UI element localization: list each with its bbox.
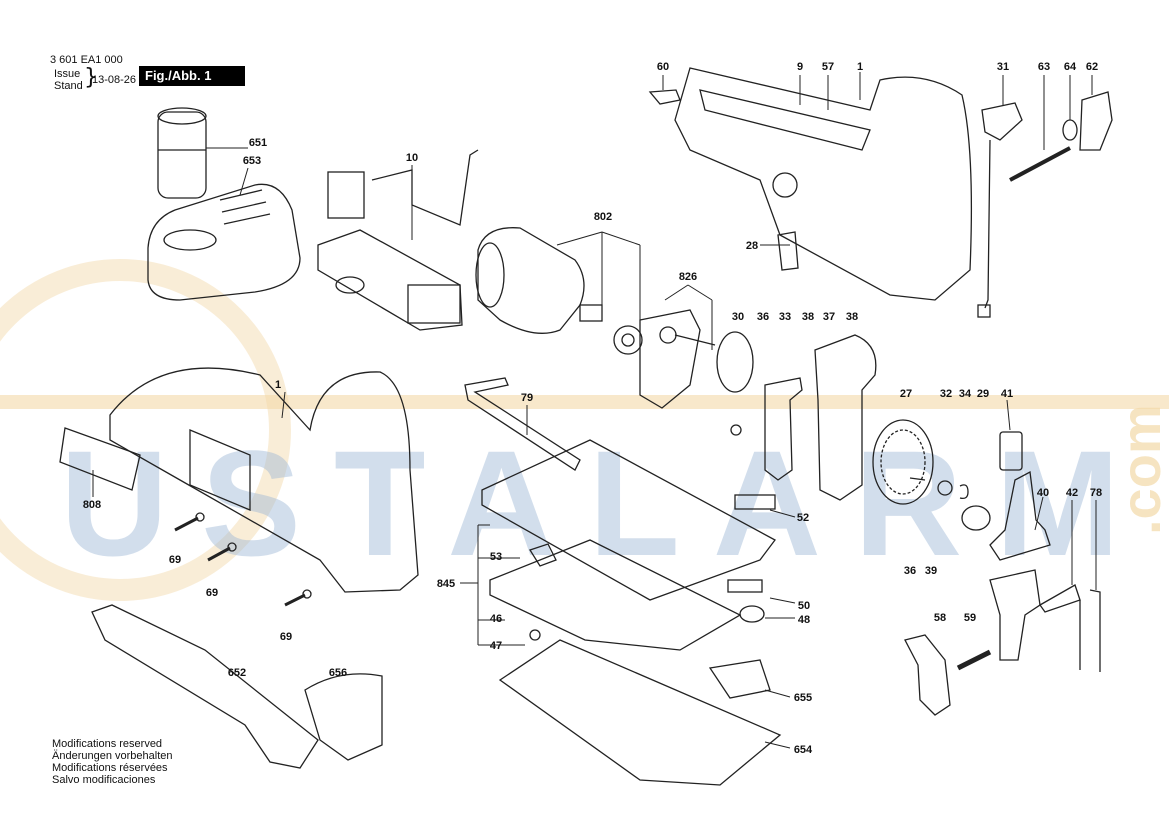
part-label: 29 — [977, 388, 989, 400]
part-number: 3 601 EA1 000 — [50, 54, 123, 66]
baseplate-drawing — [481, 439, 782, 786]
part-label: 60 — [657, 61, 669, 73]
housing-right-drawing — [674, 67, 991, 318]
part-label: 39 — [925, 565, 937, 577]
mod-line-fr: Modifications réservées — [52, 762, 168, 774]
part-labels: 1 9 57 60 31 63 64 62 10 651 653 802 28 826 30 36 33 38 37… — [83, 61, 1102, 756]
part-label: 656 — [329, 667, 347, 679]
part-label: 69 — [169, 554, 181, 566]
part-label: 38 — [846, 311, 858, 323]
cover-656-drawing — [304, 673, 383, 761]
clip-60-drawing — [648, 89, 681, 105]
part-label: 36 — [757, 311, 769, 323]
part-label: 10 — [406, 152, 418, 164]
plunger-drawing — [989, 569, 1041, 661]
part-label: 64 — [1064, 61, 1077, 73]
bearing-bracket-drawing — [639, 309, 716, 409]
screws-drawing — [174, 512, 312, 607]
part-label: 33 — [779, 311, 791, 323]
stand-label: Stand — [54, 80, 83, 92]
housing-left-drawing — [59, 367, 419, 593]
modifications-notice: Modifications reserved Änderungen vorbeh… — [52, 738, 172, 786]
brace-glyph: } — [84, 65, 98, 90]
mod-line-en: Modifications reserved — [52, 738, 163, 750]
watermark-suffix: .com — [1109, 404, 1169, 535]
part-label: 79 — [521, 392, 533, 404]
clip-28-drawing — [777, 231, 799, 271]
part-label: 50 — [798, 600, 810, 612]
part-label: 69 — [206, 587, 218, 599]
part-label: 47 — [490, 640, 502, 652]
block-41-drawing — [999, 431, 1023, 471]
motor-drawing — [475, 227, 643, 355]
bushing-29-drawing — [961, 505, 991, 531]
dust-nozzle-drawing — [91, 604, 319, 769]
watermark-text: USTALARM — [60, 419, 1120, 587]
part-label: 651 — [249, 137, 267, 149]
part-label: 31 — [997, 61, 1009, 73]
issue-label: Issue — [54, 68, 81, 80]
rod-63-drawing — [1009, 146, 1071, 182]
part-label: 48 — [798, 614, 810, 626]
part-label: 58 — [934, 612, 946, 624]
figure-label: Fig./Abb. 1 — [139, 66, 245, 86]
part-label: 41 — [1001, 388, 1013, 400]
part-label: 30 — [732, 311, 744, 323]
part-label: 654 — [794, 744, 813, 756]
lever-58-drawing — [904, 634, 951, 716]
part-label: 655 — [794, 692, 812, 704]
part-label: 1 — [857, 61, 863, 73]
plate-33-drawing — [764, 377, 803, 481]
charger-drawing — [147, 183, 301, 301]
part-label: 69 — [280, 631, 292, 643]
part-label: 802 — [594, 211, 612, 223]
bracket-31-drawing — [981, 102, 1023, 141]
leader-lines — [92, 72, 1097, 749]
part-label: 52 — [797, 512, 809, 524]
ring-32-drawing — [937, 480, 953, 496]
part-label: 34 — [959, 388, 972, 400]
part-label: 59 — [964, 612, 976, 624]
watermark: USTALARM .com — [0, 259, 1169, 601]
part-label: 40 — [1037, 487, 1049, 499]
pin-59-drawing — [956, 649, 992, 671]
part-label: 845 — [437, 578, 455, 590]
mod-line-de: Änderungen vorbehalten — [52, 750, 173, 762]
part-label: 9 — [797, 61, 803, 73]
part-label: 652 — [228, 667, 246, 679]
mod-line-es: Salvo modificaciones — [52, 774, 156, 786]
part-label: 32 — [940, 388, 952, 400]
part-label: 53 — [490, 551, 502, 563]
part-label: 46 — [490, 613, 502, 625]
switch-assembly-drawing — [317, 149, 479, 331]
part-label: 27 — [900, 388, 912, 400]
part-label: 63 — [1038, 61, 1050, 73]
part-label: 808 — [83, 499, 101, 511]
part-label: 42 — [1066, 487, 1078, 499]
part-label: 38 — [802, 311, 814, 323]
spring-42-drawing — [1039, 584, 1081, 613]
clip-34-drawing — [959, 484, 969, 500]
wire-78-drawing — [1079, 589, 1101, 672]
small-washer-drawing — [730, 424, 742, 436]
washer-30-drawing — [716, 331, 754, 393]
part-label: 62 — [1086, 61, 1098, 73]
part-label: 826 — [679, 271, 697, 283]
pin-64-drawing — [1062, 119, 1078, 141]
part-62-drawing — [1079, 91, 1113, 151]
part-label: 57 — [822, 61, 834, 73]
part-label: 1 — [275, 379, 281, 391]
part-label: 28 — [746, 240, 758, 252]
part-label: 78 — [1090, 487, 1102, 499]
lever-40-drawing — [989, 470, 1051, 561]
part-label: 37 — [823, 311, 835, 323]
gear-drawing — [872, 419, 934, 505]
part-label: 653 — [243, 155, 261, 167]
guide-37-drawing — [814, 334, 877, 501]
part-label: 36 — [904, 565, 916, 577]
issue-date: 13-08-26 — [92, 74, 137, 86]
battery-pack-drawing — [157, 107, 207, 199]
